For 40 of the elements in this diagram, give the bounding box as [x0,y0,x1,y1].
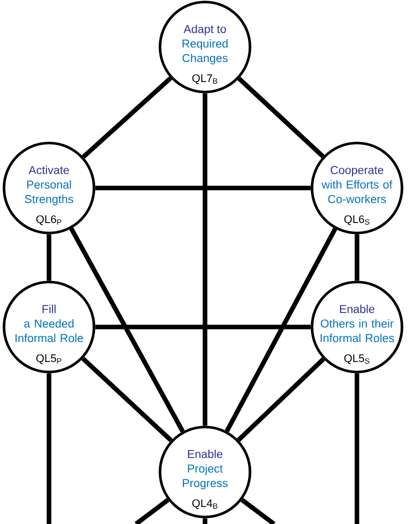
code-label: QL4$_{B}$ [192,499,218,510]
circle-node [2,280,96,374]
connector [237,76,325,158]
node-heading: Enable [340,304,374,314]
node-heading: Activate [28,166,69,174]
node-heading: Enable [188,450,222,458]
code-label: QL6$_{S}$ [344,215,370,226]
node-text: with Efforts of Co-workers [322,180,392,204]
connector [354,373,360,524]
circle-node [310,142,404,234]
connector [202,518,208,524]
connector [82,76,172,159]
node-heading: Adapt to [184,24,226,36]
code-label: QL5$_{P}$ [36,354,62,364]
connector [95,324,311,330]
circle-node [2,142,96,234]
connector [224,228,338,432]
node-text: a Needed Informal Role [16,319,83,342]
connector [240,498,276,524]
connector [354,234,360,281]
connector [236,357,326,442]
circle-node [310,280,404,374]
node-text: Others in their Informal Roles [320,319,394,342]
connector [46,234,52,281]
node-heading: Fill [42,304,56,313]
node-text: Personal Strengths [24,180,74,206]
code-label: QL7$_{B}$ [192,74,218,84]
node-text: Project Progress [182,464,228,490]
node-text: Required Changes [182,39,228,64]
connector [69,227,185,433]
code-label: QL6$_{P}$ [36,215,62,226]
connector [202,93,208,426]
connector [81,356,173,442]
connector [134,498,170,524]
connector [95,186,311,190]
code-label: QL5$_{S}$ [344,354,370,364]
circle-node [158,426,252,518]
connector [46,373,52,524]
circle-node [158,0,252,94]
node-heading: Cooperate [330,166,384,176]
